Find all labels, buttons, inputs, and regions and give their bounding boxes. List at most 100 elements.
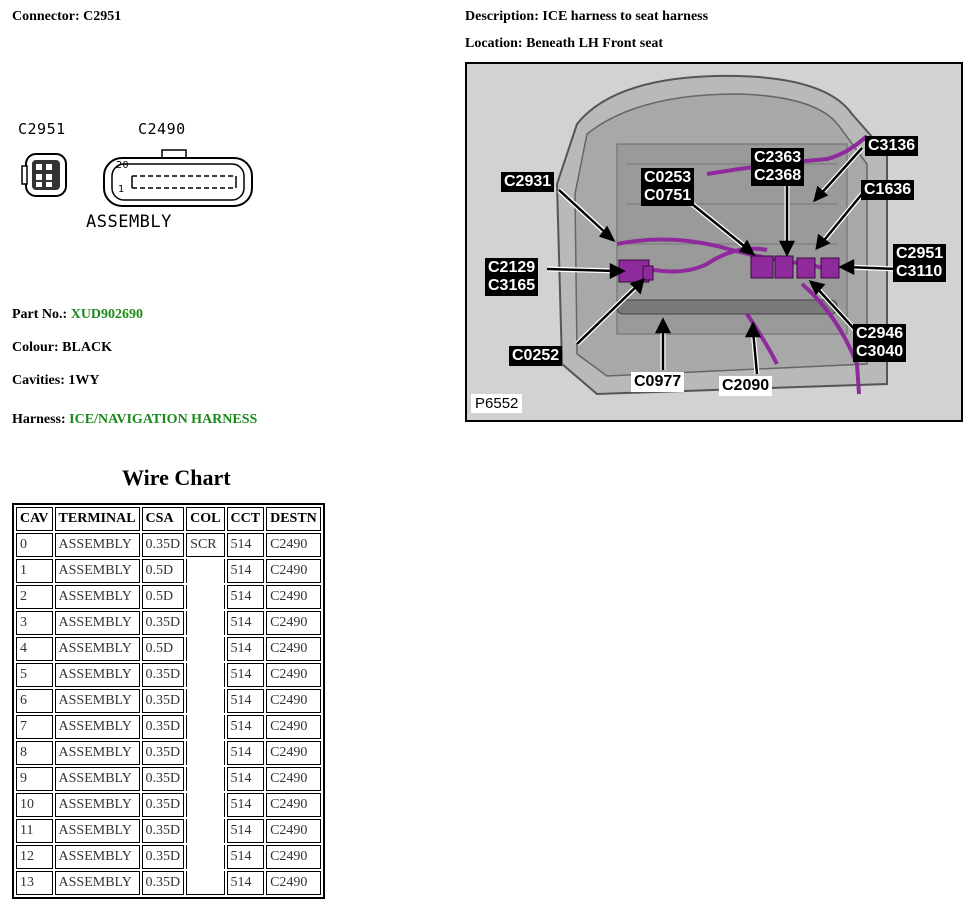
table-cell: 4 [16,637,53,661]
table-cell: ASSEMBLY [54,585,140,609]
table-cell: 6 [16,689,53,713]
table-cell: C2490 [266,715,321,739]
part-label: Part No.: [12,307,68,322]
table-cell: ASSEMBLY [54,871,140,895]
wire-chart-header-col: COL [186,507,225,531]
wire-chart-title: Wire Chart [122,465,231,490]
harness-line: Harness: ICE/NAVIGATION HARNESS [12,412,257,428]
table-cell [186,637,225,661]
table-cell: 0.5D [141,585,185,609]
table-cell: 10 [16,793,53,817]
table-cell [186,871,225,895]
harness-value-link[interactable]: ICE/NAVIGATION HARNESS [69,412,258,427]
table-cell: C2490 [266,793,321,817]
table-cell: 8 [16,741,53,765]
callout-code: C0253 [644,169,692,186]
drawing-left-label: C2951 [18,120,66,138]
table-cell: 13 [16,871,53,895]
table-cell: 514 [226,819,265,843]
connector-c2490-icon [103,149,253,207]
callout-code: C2951 [896,245,944,262]
table-cell: C2490 [266,585,321,609]
table-cell: ASSEMBLY [54,663,140,687]
table-cell: C2490 [266,871,321,895]
table-cell: 3 [16,611,53,635]
cavities-line: Cavities: 1WY [12,373,100,389]
table-cell: 0.35D [141,663,185,687]
table-cell: 514 [226,585,265,609]
table-cell: 514 [226,715,265,739]
pin-20-label: 20 [116,160,130,171]
callout-code: C0977 [634,373,682,390]
part-value-link[interactable]: XUD902690 [70,307,144,322]
table-cell: 0.5D [141,559,185,583]
description-line: Description: ICE harness to seat harness [465,9,708,25]
callout-label: C0977 [631,372,685,392]
colour-line: Colour: BLACK [12,340,112,356]
table-cell: 514 [226,845,265,869]
table-cell [186,663,225,687]
connector-heading: Connector: C2951 [12,9,121,25]
table-cell [186,767,225,791]
callout-code: C3040 [856,343,904,360]
table-cell: C2490 [266,845,321,869]
table-cell: ASSEMBLY [54,637,140,661]
figure-id: P6552 [475,395,519,412]
wire-chart-header-cav: CAV [16,507,53,531]
callout-code: C3136 [868,137,916,154]
callout-label: C0252 [509,346,563,366]
table-cell: 0.35D [141,611,185,635]
table-cell: ASSEMBLY [54,845,140,869]
table-cell: 7 [16,715,53,739]
table-cell: C2490 [266,741,321,765]
table-cell: 514 [226,611,265,635]
table-cell: C2490 [266,689,321,713]
drawing-caption: ASSEMBLY [86,212,172,232]
table-cell: SCR [186,533,225,557]
table-cell: C2490 [266,611,321,635]
description-label: Description: [465,9,539,24]
location-label: Location: [465,36,523,51]
table-cell: ASSEMBLY [54,559,140,583]
wire-chart-header-cct: CCT [226,507,265,531]
table-cell [186,611,225,635]
table-cell [186,793,225,817]
connector-value: C2951 [83,9,122,24]
connector-drawing-svg [21,149,253,207]
table-cell: C2490 [266,559,321,583]
callout-label: C3136 [865,136,919,156]
plug-c2951-icon [21,153,67,197]
table-cell: ASSEMBLY [54,715,140,739]
table-cell: 11 [16,819,53,843]
callout-code: C3165 [488,277,536,294]
callout-code: C2946 [856,325,904,342]
callout-code: C3110 [896,263,943,280]
table-cell: 514 [226,663,265,687]
table-cell: 12 [16,845,53,869]
table-cell [186,845,225,869]
table-cell: 5 [16,663,53,687]
table-cell: 514 [226,793,265,817]
table-cell: 514 [226,871,265,895]
pin-1-label: 1 [118,184,125,195]
callout-code: C2090 [722,377,770,394]
table-cell: 0.5D [141,637,185,661]
callout-label: C2931 [501,172,555,192]
table-cell: ASSEMBLY [54,611,140,635]
callout-code: C2129 [488,259,536,276]
part-number-line: Part No.: XUD902690 [12,307,143,323]
table-cell: 514 [226,637,265,661]
table-cell: 0.35D [141,689,185,713]
cavities-label: Cavities: [12,373,65,388]
callout-label: C2090 [719,376,773,396]
